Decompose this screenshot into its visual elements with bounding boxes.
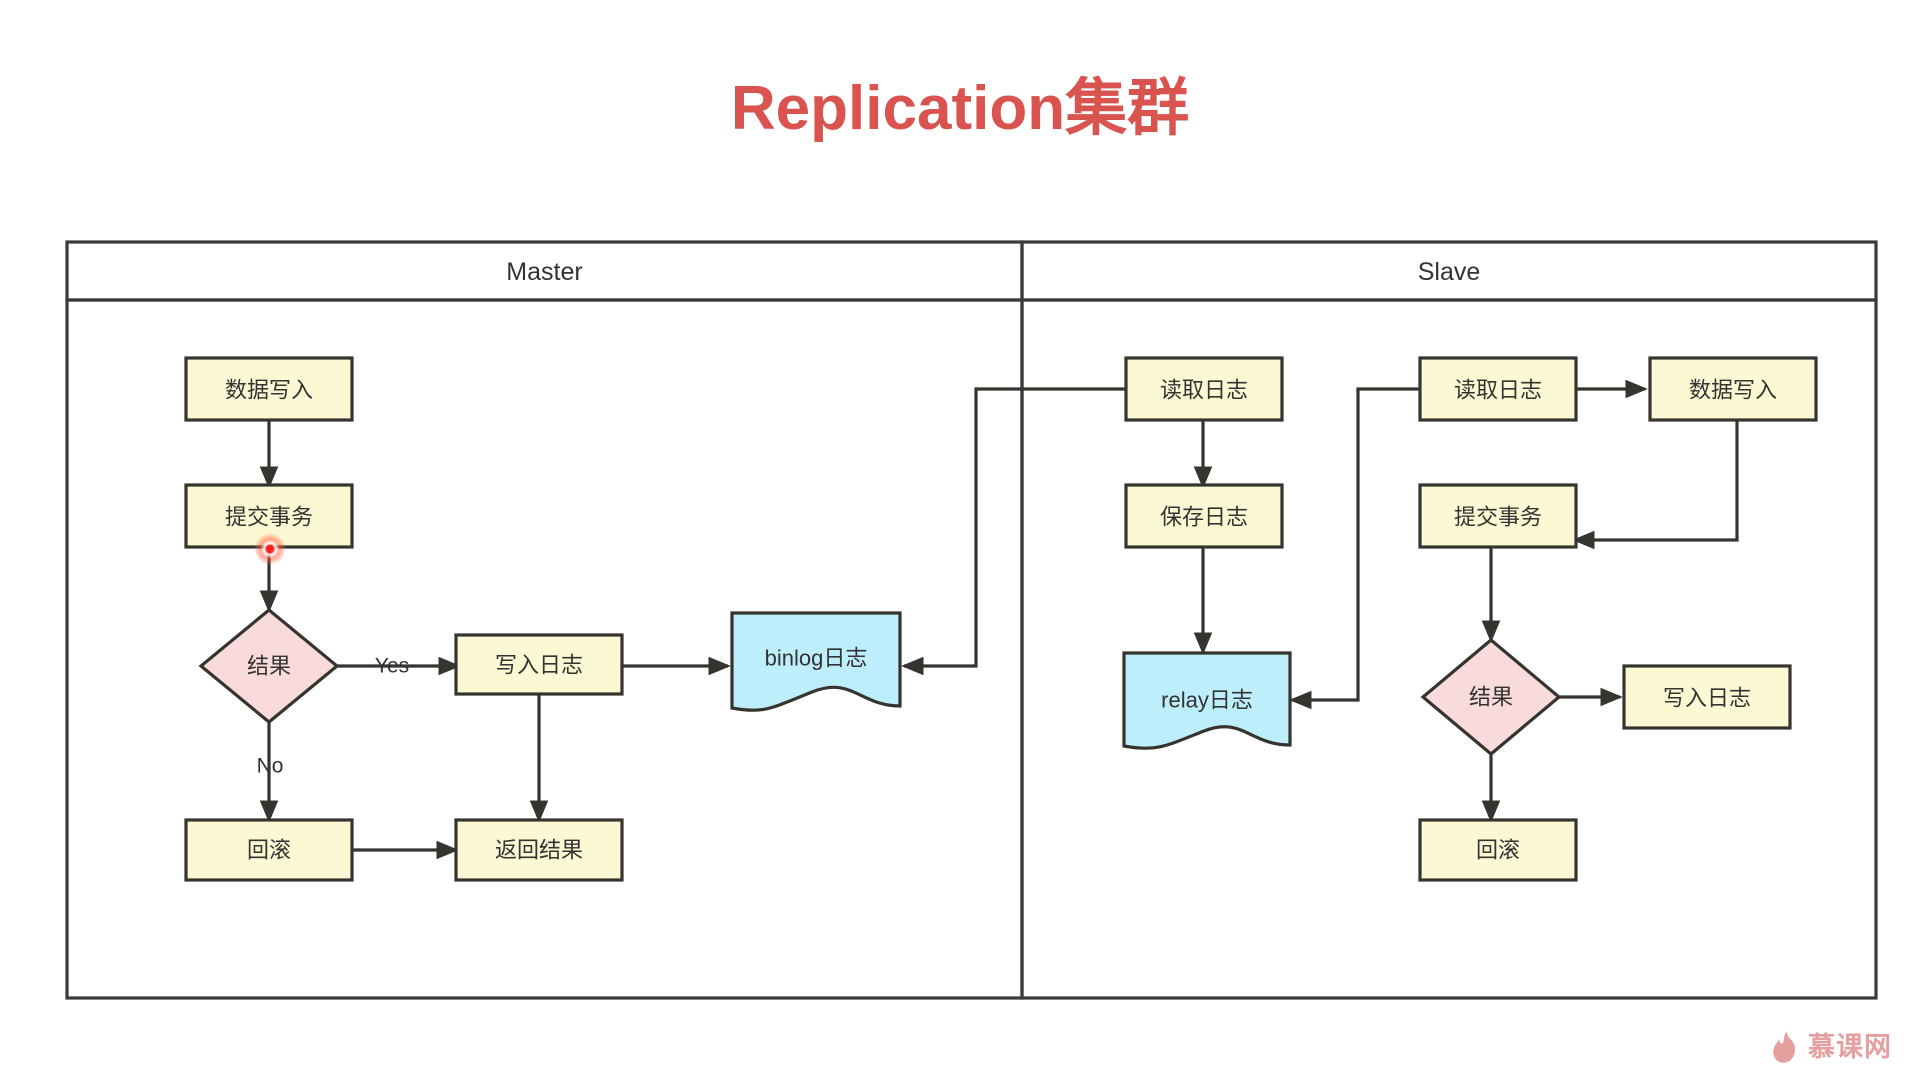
node-label: 回滚 xyxy=(1476,838,1520,863)
edge-write-to-commit-slave xyxy=(1572,420,1739,550)
node-slave-save-log[interactable]: 保存日志 xyxy=(1124,483,1284,549)
node-label: 写入日志 xyxy=(495,653,583,678)
node-slave-read-log-2[interactable]: 读取日志 xyxy=(1418,356,1578,422)
node-slave-relay-log[interactable]: relay日志 xyxy=(1122,651,1292,750)
node-master-data-write[interactable]: 数据写入 xyxy=(184,356,354,422)
edge-readlog2-to-relay xyxy=(1289,387,1420,710)
node-slave-commit-transaction[interactable]: 提交事务 xyxy=(1418,483,1578,549)
lane-title-slave: Slave xyxy=(1418,258,1481,286)
node-master-return-result[interactable]: 返回结果 xyxy=(454,818,624,882)
edge-label-no: No xyxy=(257,755,284,778)
node-master-result-decision[interactable]: 结果 xyxy=(198,607,340,725)
flame-icon xyxy=(1773,1031,1795,1063)
lane-title-master: Master xyxy=(506,258,582,286)
node-label: binlog日志 xyxy=(765,646,868,671)
node-slave-write-log[interactable]: 写入日志 xyxy=(1622,664,1792,730)
node-label: 读取日志 xyxy=(1160,378,1248,403)
node-slave-result-decision[interactable]: 结果 xyxy=(1420,637,1562,757)
node-label: 读取日志 xyxy=(1454,378,1542,403)
cross-lane-edges xyxy=(901,387,1126,676)
node-label: 提交事务 xyxy=(1454,505,1542,530)
node-master-binlog[interactable]: binlog日志 xyxy=(730,611,902,712)
page-title: Replication集群 xyxy=(730,74,1190,143)
node-master-write-log[interactable]: 写入日志 xyxy=(454,633,624,696)
node-label: 数据写入 xyxy=(225,378,313,403)
lane-slave: Slave xyxy=(1020,240,1878,1000)
node-master-commit-transaction[interactable]: 提交事务 xyxy=(184,483,354,549)
node-slave-rollback[interactable]: 回滚 xyxy=(1418,818,1578,882)
watermark: 慕课网 xyxy=(1771,1030,1892,1064)
lane-body-slave xyxy=(1020,298,1878,1000)
node-label: 写入日志 xyxy=(1663,686,1751,711)
watermark-text: 慕课网 xyxy=(1808,1031,1892,1062)
node-label: 保存日志 xyxy=(1160,505,1248,530)
node-slave-read-log[interactable]: 读取日志 xyxy=(1124,356,1284,422)
node-label: 返回结果 xyxy=(495,838,583,863)
node-master-rollback[interactable]: 回滚 xyxy=(184,818,354,882)
edge-slave-readlog-to-binlog xyxy=(901,387,1126,676)
node-label: 数据写入 xyxy=(1689,378,1777,403)
node-label: 回滚 xyxy=(247,838,291,863)
node-label: relay日志 xyxy=(1161,688,1253,713)
slave-edges xyxy=(1193,379,1739,823)
node-label: 结果 xyxy=(247,654,291,679)
node-label: 结果 xyxy=(1469,685,1513,710)
edge-label-yes: Yes xyxy=(375,655,409,678)
node-slave-data-write[interactable]: 数据写入 xyxy=(1648,356,1818,422)
node-label: 提交事务 xyxy=(225,505,313,530)
